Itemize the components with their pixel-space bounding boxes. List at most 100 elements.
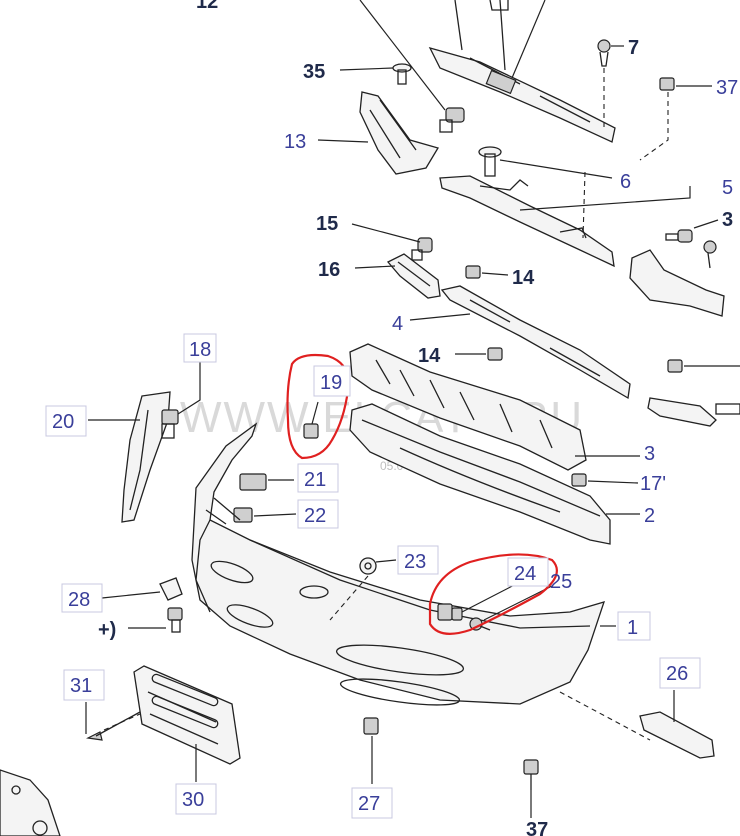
leader-12b: [511, 0, 546, 79]
bolt-6: [478, 146, 502, 177]
box-22: [297, 499, 339, 529]
box-23: [397, 545, 439, 575]
callout-23: 23: [404, 551, 426, 573]
callout-21: 21: [304, 469, 326, 491]
bolt-3-right: [665, 229, 717, 269]
nut-17: [571, 473, 587, 487]
dash-23: [329, 575, 369, 621]
leader-3a: [693, 219, 719, 229]
leader-15: [351, 223, 421, 243]
callout-20: 20: [52, 411, 74, 433]
upper-crossmember: [428, 0, 616, 143]
side-bracket-20: [121, 391, 179, 523]
leader-5: [519, 186, 691, 211]
nut-14-lower: [487, 347, 503, 361]
callout-2: 2: [644, 505, 655, 527]
callout-plus: +): [98, 619, 116, 641]
absorber-3: [349, 343, 587, 471]
box-31: [63, 669, 105, 701]
callout-18: 18: [189, 339, 211, 361]
clip-21: [239, 473, 267, 491]
rail-5: [439, 175, 615, 268]
beam-2: [349, 403, 611, 545]
leader-35: [339, 67, 394, 71]
callout-14-upper: 14: [512, 267, 535, 289]
bracket-right-lower: [647, 359, 740, 427]
clip-37-bottom: [523, 759, 539, 790]
box-26: [659, 657, 701, 689]
callout-27: 27: [358, 793, 380, 815]
bumper-cover-1: [191, 422, 606, 706]
leader-13: [317, 139, 369, 143]
callout-14-lower: 14: [418, 345, 441, 367]
clip-27: [363, 717, 379, 735]
box-1: [617, 611, 651, 641]
bracket-28: [159, 577, 183, 633]
grommet-23: [359, 557, 377, 575]
callout-13: 13: [284, 131, 306, 153]
bracket-13: [359, 91, 439, 175]
clip-7: [597, 39, 611, 67]
leader-25: [483, 585, 553, 621]
leader-14a: [481, 272, 509, 276]
nut-37-top: [659, 77, 675, 91]
box-28: [61, 583, 103, 613]
leader-18: [177, 360, 201, 415]
callout-26: 26: [666, 663, 688, 685]
callout-3-absorber: 3: [644, 443, 655, 465]
reinforcement-4: [440, 285, 631, 400]
callout-17: 17': [640, 473, 666, 495]
clip-19: [303, 423, 319, 439]
bracket-16: [386, 253, 441, 299]
leader-4: [409, 313, 471, 321]
callout-19: 19: [320, 372, 342, 394]
callout-3-right: 3: [722, 209, 733, 231]
box-21: [297, 463, 339, 493]
leader-6: [499, 159, 613, 179]
bracket-26: [639, 711, 715, 759]
callout-30: 30: [182, 789, 204, 811]
dash-26: [559, 691, 651, 741]
callout-1: 1: [627, 617, 638, 639]
callout-4: 4: [392, 313, 403, 335]
dash-31: [103, 713, 141, 731]
leader-22: [253, 513, 297, 517]
callout-35: 35: [303, 61, 325, 83]
callout-37-bottom: 37: [526, 819, 548, 836]
screw-25: [469, 617, 491, 631]
callout-12: 12: [196, 0, 218, 13]
clip-35: [392, 63, 412, 85]
dash-37: [639, 92, 669, 161]
leader-19: [311, 401, 319, 425]
callout-24: 24: [514, 563, 536, 585]
highlight-24: [428, 553, 558, 635]
leader-28: [101, 591, 161, 599]
box-30: [175, 783, 217, 815]
leader-12: [359, 0, 446, 111]
leader-23: [375, 559, 397, 563]
clip-24: [437, 603, 463, 621]
callout-6: 6: [620, 171, 631, 193]
nut-14-upper: [465, 265, 481, 279]
callout-16: 16: [318, 259, 340, 281]
leader-17: [587, 480, 639, 484]
callout-7: 7: [628, 37, 639, 59]
bracket-right: [629, 249, 725, 317]
box-27: [351, 787, 393, 819]
callout-31: 31: [70, 675, 92, 697]
box-18: [183, 333, 217, 363]
callout-15: 15: [316, 213, 338, 235]
box-24: [507, 557, 549, 587]
callout-28: 28: [68, 589, 90, 611]
callout-37-top: 37: [716, 77, 738, 99]
box-20: [45, 405, 87, 437]
callout-22: 22: [304, 505, 326, 527]
dash-6: [582, 171, 586, 239]
box-19: [313, 365, 351, 397]
leader-16: [354, 265, 396, 269]
highlight-19: [286, 353, 350, 460]
clip-22: [233, 507, 253, 523]
bolt-12: [439, 107, 465, 133]
screw-31: [86, 711, 141, 741]
